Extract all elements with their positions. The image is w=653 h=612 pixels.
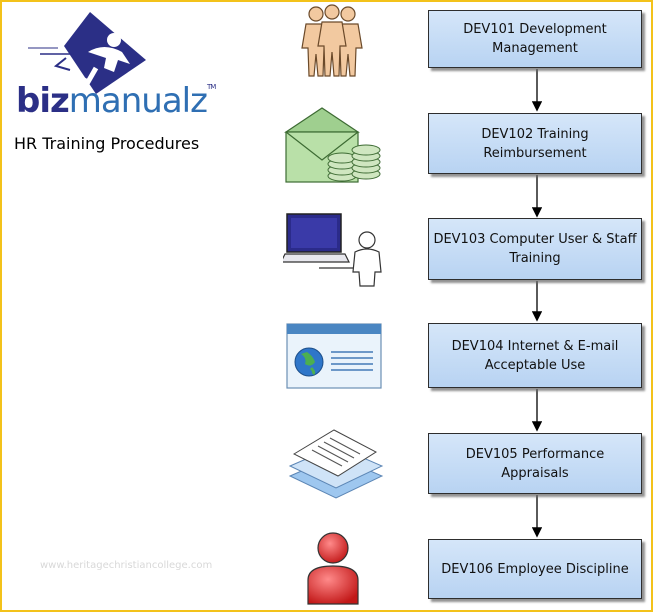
web-browser-globe-icon (286, 323, 382, 389)
document-stack-icon (288, 429, 384, 499)
step-dev101-label: DEV101 Development Management (463, 22, 607, 56)
red-person-icon (307, 532, 359, 605)
step-dev104-label: DEV104 Internet & E-mail Acceptable Use (451, 338, 619, 373)
step-dev101: DEV101 Development Management (428, 10, 642, 68)
step-dev105: DEV105 Performance Appraisals (428, 433, 642, 494)
brand-trademark: TM (206, 83, 216, 91)
step-dev105-label: DEV105 Performance Appraisals (465, 446, 605, 481)
brand-part1: biz (16, 81, 70, 121)
computer-user-icon (283, 213, 382, 287)
watermark-text: www.heritagechristiancollege.com (40, 560, 213, 571)
brand-wordmark: bizmanualzTM (16, 81, 216, 121)
step-dev103-label: DEV103 Computer User & Staff Training (433, 232, 637, 266)
step-dev102-label: DEV102 Training Reimbursement (481, 126, 589, 161)
step-dev106: DEV106 Employee Discipline (428, 539, 642, 599)
envelope-coins-icon (284, 107, 381, 183)
page-subtitle: HR Training Procedures (14, 134, 200, 153)
step-dev106-label: DEV106 Employee Discipline (441, 561, 629, 577)
step-dev103: DEV103 Computer User & Staff Training (428, 218, 642, 280)
brand-part2: manualz (68, 81, 208, 121)
bizmanualz-logo (28, 12, 146, 94)
step-dev102: DEV102 Training Reimbursement (428, 113, 642, 174)
step-dev104: DEV104 Internet & E-mail Acceptable Use (428, 323, 642, 388)
people-group-icon (301, 4, 363, 77)
